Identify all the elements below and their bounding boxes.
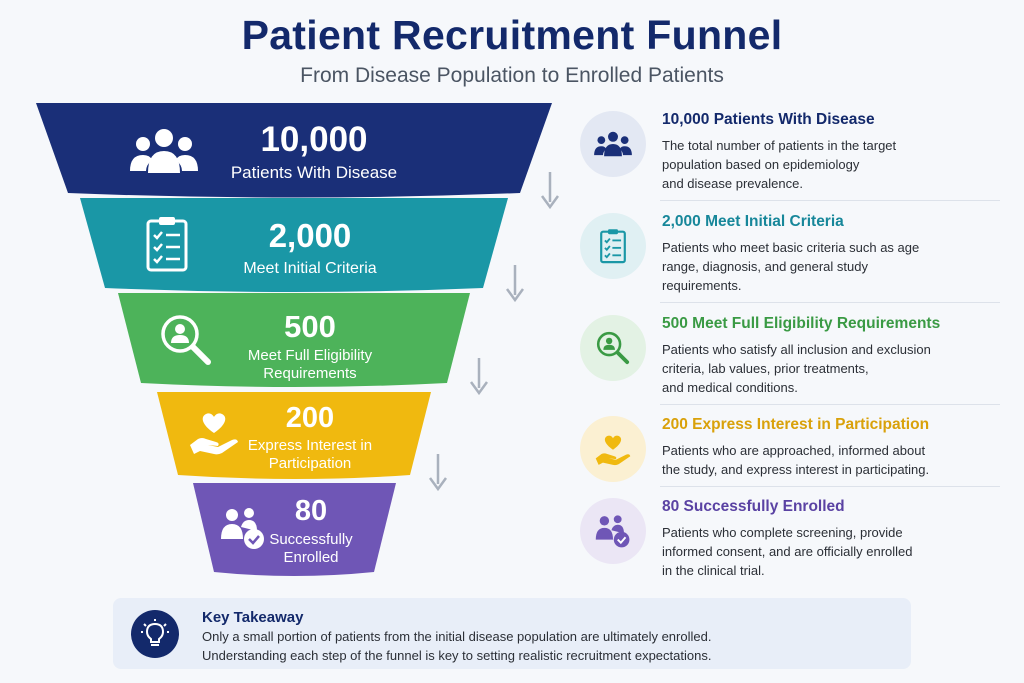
detail-line: requirements. [662, 278, 742, 293]
key-takeaway-box: Key Takeaway Only a small portion of pat… [113, 598, 911, 669]
funnel-stage-2-text: 2,000 Meet Initial Criteria [190, 219, 430, 278]
detail-title: 2,000 Meet Initial Criteria [662, 213, 844, 230]
down-arrow-icon [540, 172, 560, 210]
stage-label: Participation [268, 455, 352, 472]
detail-description: The total number of patients in the targ… [662, 136, 962, 193]
detail-item-4: 200 Express Interest in Participation Pa… [580, 416, 1000, 484]
funnel-stage-1-shape [36, 103, 552, 198]
detail-line: and medical conditions. [662, 380, 798, 395]
magnifier-person-icon [596, 331, 630, 365]
page-title: Patient Recruitment Funnel [241, 12, 783, 58]
detail-icon-circle [580, 111, 646, 177]
lightbulb-icon [131, 610, 179, 658]
stage-label: Express Interest in [247, 437, 373, 454]
people-group-icon [130, 129, 198, 173]
stage-number: 200 [285, 402, 335, 434]
detail-line: and disease prevalence. [662, 176, 803, 191]
detail-description: Patients who satisfy all inclusion and e… [662, 340, 962, 397]
people-group-icon [594, 131, 632, 157]
detail-line: Patients who satisfy all inclusion and e… [662, 342, 931, 357]
funnel-stage-5-text: 80 Successfully Enrolled [251, 497, 371, 567]
funnel-stage-4-shape [157, 392, 431, 479]
takeaway-line: Understanding each step of the funnel is… [202, 648, 712, 663]
stage-label: Enrolled [283, 549, 339, 566]
detail-line: criteria, lab values, prior treatments, [662, 361, 869, 376]
detail-item-3: 500 Meet Full Eligibility Requirements P… [580, 315, 1000, 395]
stage-number: 2,000 [268, 217, 352, 254]
detail-line: The total number of patients in the targ… [662, 138, 897, 153]
takeaway-line: Only a small portion of patients from th… [202, 629, 712, 644]
page-subtitle: From Disease Population to Enrolled Pati… [300, 64, 724, 87]
divider [660, 486, 1000, 487]
magnifier-person-icon [161, 315, 211, 365]
detail-icon-circle [580, 213, 646, 279]
stage-number: 500 [284, 309, 336, 344]
detail-line: Patients who are approached, informed ab… [662, 443, 926, 458]
clipboard-checklist-icon [600, 229, 626, 264]
detail-line: range, diagnosis, and general study [662, 259, 868, 274]
detail-line: Patients who complete screening, provide [662, 525, 903, 540]
detail-item-2: 2,000 Meet Initial Criteria Patients who… [580, 213, 1000, 293]
funnel-stage-4-text: 200 Express Interest in Participation [220, 404, 400, 473]
down-arrow-icon [505, 265, 525, 303]
stage-label: Meet Initial Criteria [243, 260, 377, 277]
detail-line: in the clinical trial. [662, 563, 765, 578]
divider [660, 200, 1000, 201]
stage-number: 10,000 [260, 120, 368, 159]
detail-item-5: 80 Successfully Enrolled Patients who co… [580, 498, 1000, 578]
takeaway-title: Key Takeaway [202, 609, 304, 626]
clipboard-checklist-icon [146, 217, 188, 272]
heart-hand-icon [595, 435, 631, 466]
stage-label: Patients With Disease [230, 163, 398, 182]
down-arrow-icon [428, 454, 448, 492]
funnel-stage-3-text: 500 Meet Full Eligibility Requirements [200, 311, 420, 383]
heart-hand-icon [190, 413, 238, 455]
people-check-icon [595, 515, 630, 548]
people-check-icon [221, 508, 264, 549]
funnel-stage-5-shape [193, 483, 396, 576]
detail-icon-circle [580, 315, 646, 381]
detail-line: population based on epidemiology [662, 157, 860, 172]
stage-label: Requirements [263, 365, 357, 382]
divider [660, 302, 1000, 303]
down-arrow-icon [469, 358, 489, 396]
detail-title: 200 Express Interest in Participation [662, 416, 930, 433]
detail-item-1: 10,000 Patients With Disease The total n… [580, 111, 1000, 191]
detail-icon-circle [580, 416, 646, 482]
detail-line: Patients who meet basic criteria such as… [662, 240, 920, 255]
detail-title: 500 Meet Full Eligibility Requirements [662, 315, 941, 332]
detail-icon-circle [580, 498, 646, 564]
stage-number: 80 [294, 495, 328, 527]
detail-line: informed consent, and are officially enr… [662, 544, 913, 559]
detail-description: Patients who are approached, informed ab… [662, 441, 982, 479]
detail-description: Patients who complete screening, provide… [662, 523, 962, 580]
stage-label: Meet Full Eligibility [247, 347, 373, 364]
detail-line: the study, and express interest in parti… [662, 462, 930, 477]
funnel-stage-1-text: 10,000 Patients With Disease [194, 122, 434, 183]
detail-title: 10,000 Patients With Disease [662, 111, 875, 128]
stage-label: Successfully [269, 531, 353, 548]
divider [660, 404, 1000, 405]
detail-title: 80 Successfully Enrolled [662, 498, 845, 515]
detail-description: Patients who meet basic criteria such as… [662, 238, 962, 295]
